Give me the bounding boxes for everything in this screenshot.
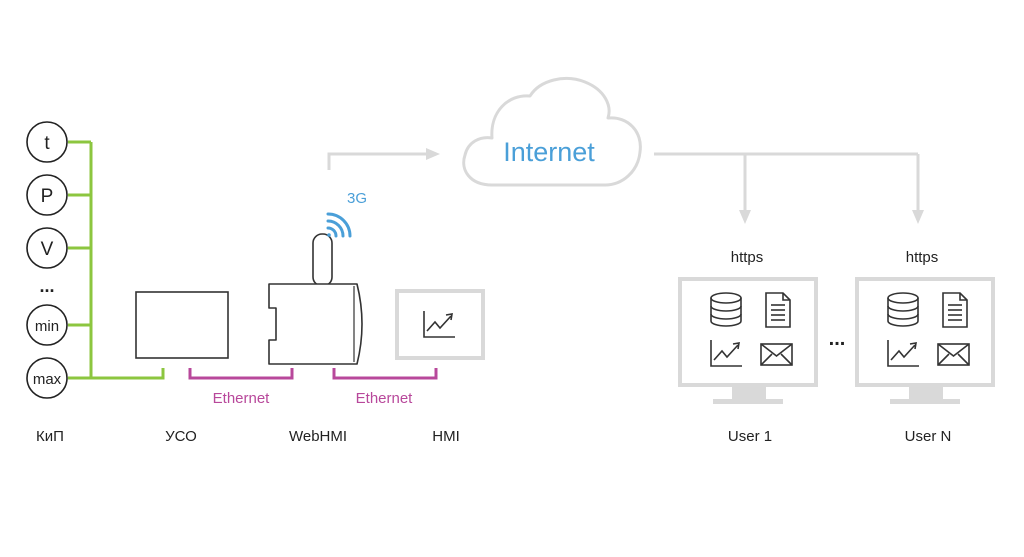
userN-monitor (855, 277, 995, 404)
sensor-v-label: V (41, 239, 54, 260)
ethernet-label-1: Ethernet (212, 390, 270, 407)
sensor-max-label: max (33, 371, 62, 388)
hmi-label: HMI (432, 428, 460, 445)
envelope-icon (937, 343, 970, 366)
kip-label: КиП (36, 428, 64, 445)
uso-device (135, 291, 229, 359)
document-icon (765, 292, 791, 328)
hmi-device (395, 289, 485, 360)
trend-chart-icon (710, 340, 742, 367)
sensor-max-circle (26, 357, 68, 399)
https-label-2: https (905, 249, 939, 266)
sensor-p-circle (26, 174, 68, 216)
webhmi-label: WebHMI (288, 428, 348, 445)
database-icon (710, 292, 742, 327)
sensor-p-label: P (41, 186, 54, 207)
users-ellipsis: ... (829, 328, 846, 350)
sensor-min-label: min (35, 318, 59, 335)
uplink-arrow (327, 148, 440, 170)
trend-chart-icon (887, 340, 919, 367)
cloud-icon: Internet (462, 77, 642, 187)
ethernet-label-2: Ethernet (355, 390, 413, 407)
user1-monitor (678, 277, 818, 404)
sensor-min-circle (26, 304, 68, 346)
wifi-signal-icon (326, 212, 352, 238)
cellular-label: 3G (346, 190, 368, 207)
webhmi-device (268, 212, 363, 365)
document-icon (942, 292, 968, 328)
antenna (312, 233, 333, 287)
sensor-labels: t P V ... min max (33, 133, 62, 388)
sensor-t-circle (26, 121, 68, 163)
userN-label: User N (904, 428, 952, 445)
sensor-bus (68, 140, 165, 380)
downlink-arrows (654, 152, 924, 224)
sensor-list (26, 121, 68, 399)
internet-label: Internet (503, 137, 595, 167)
envelope-icon (760, 343, 793, 366)
uso-label: УСО (165, 428, 197, 445)
user1-label: User 1 (727, 428, 773, 445)
sensor-t-label: t (44, 133, 50, 154)
sensor-v-circle (26, 227, 68, 269)
https-label-1: https (730, 249, 764, 266)
sensor-ellipsis-label: ... (39, 276, 54, 296)
ethernet-links (188, 368, 438, 380)
database-icon (887, 292, 919, 327)
trend-chart-icon (423, 311, 455, 338)
